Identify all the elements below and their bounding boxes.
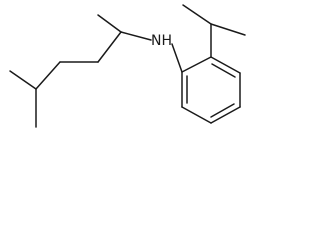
ring-bond-5 (181, 106, 212, 124)
bond-n-ring (171, 43, 183, 73)
bond-c2-n (120, 31, 152, 41)
ring-double-bond-3 (210, 103, 235, 118)
skeletal-formula: NH (9, 4, 246, 128)
ring-bond-4 (210, 106, 241, 124)
nitrogen-label: NH (151, 33, 172, 49)
bond-ipr-me1 (182, 4, 212, 25)
ring-double-bond-2 (211, 63, 236, 78)
bond-ipr-me2 (210, 23, 246, 36)
bond-c4-c5 (35, 61, 61, 90)
bond-c2-c3 (97, 31, 122, 63)
ring-bond-2 (210, 56, 241, 74)
ring-bond-1 (181, 56, 212, 73)
bond-c1-c2 (97, 14, 122, 33)
bond-c5-c6 (9, 70, 37, 90)
